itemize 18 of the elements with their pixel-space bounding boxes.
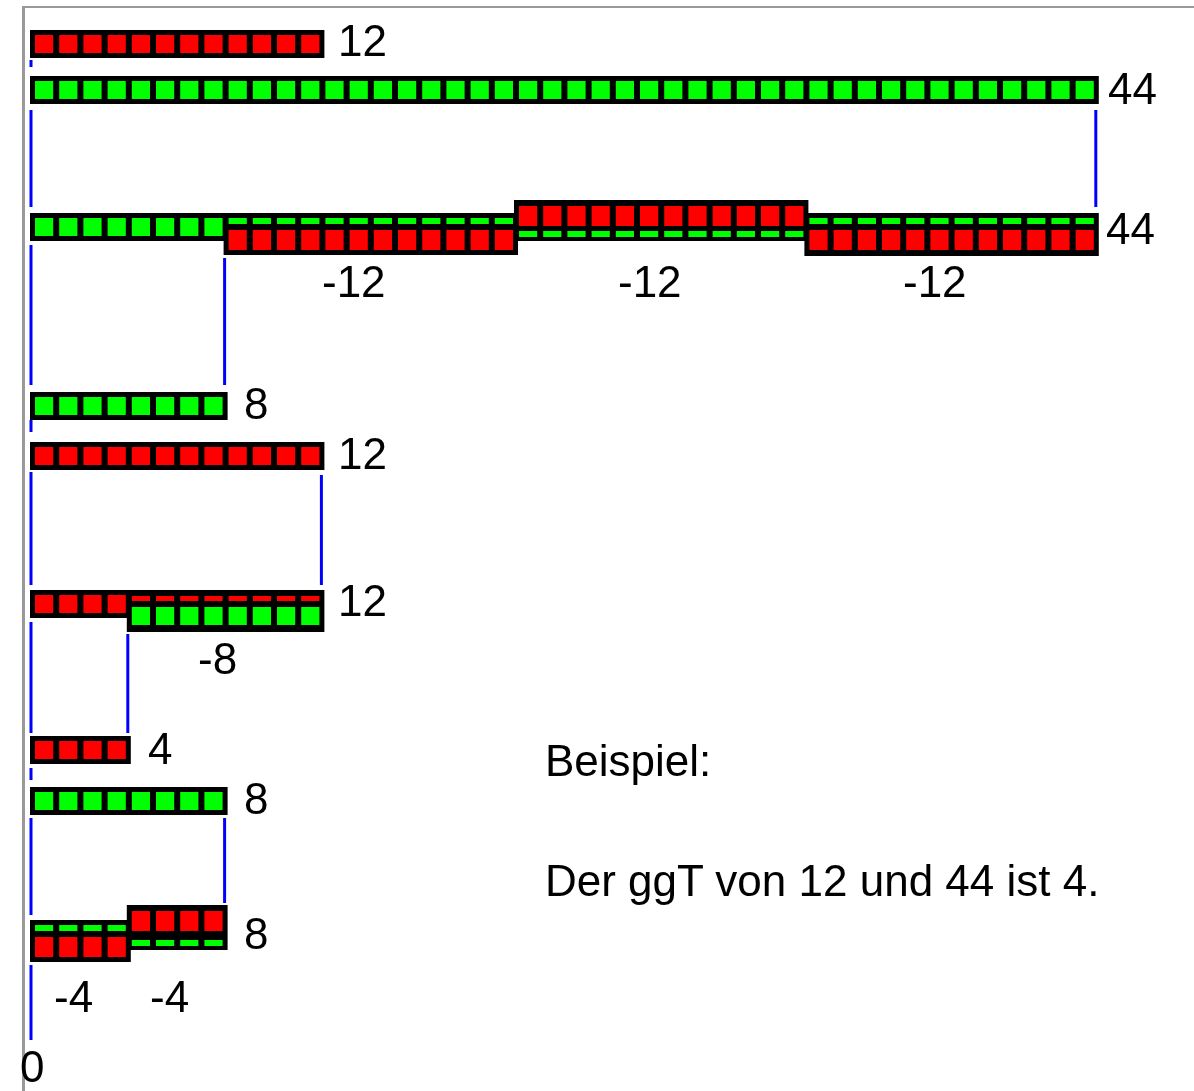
- text-note: Der ggT von 12 und 44 ist 4.: [545, 859, 1100, 903]
- value-label: -12: [322, 260, 386, 304]
- value-label: -4: [54, 975, 94, 1019]
- value-label: 0: [20, 1045, 45, 1089]
- value-label: 8: [244, 777, 269, 821]
- value-label: 44: [1108, 67, 1157, 111]
- value-label: 8: [244, 912, 269, 956]
- value-label: 8: [244, 382, 269, 426]
- value-label: 12: [338, 579, 387, 623]
- value-label: 12: [338, 19, 387, 63]
- value-label: 4: [148, 727, 173, 771]
- text-note: Beispiel:: [545, 739, 712, 783]
- value-label: -12: [618, 260, 682, 304]
- value-label: -12: [903, 260, 967, 304]
- value-label: 12: [338, 432, 387, 476]
- value-label: -8: [198, 637, 238, 681]
- value-label: -4: [150, 975, 190, 1019]
- value-label: 44: [1106, 207, 1155, 251]
